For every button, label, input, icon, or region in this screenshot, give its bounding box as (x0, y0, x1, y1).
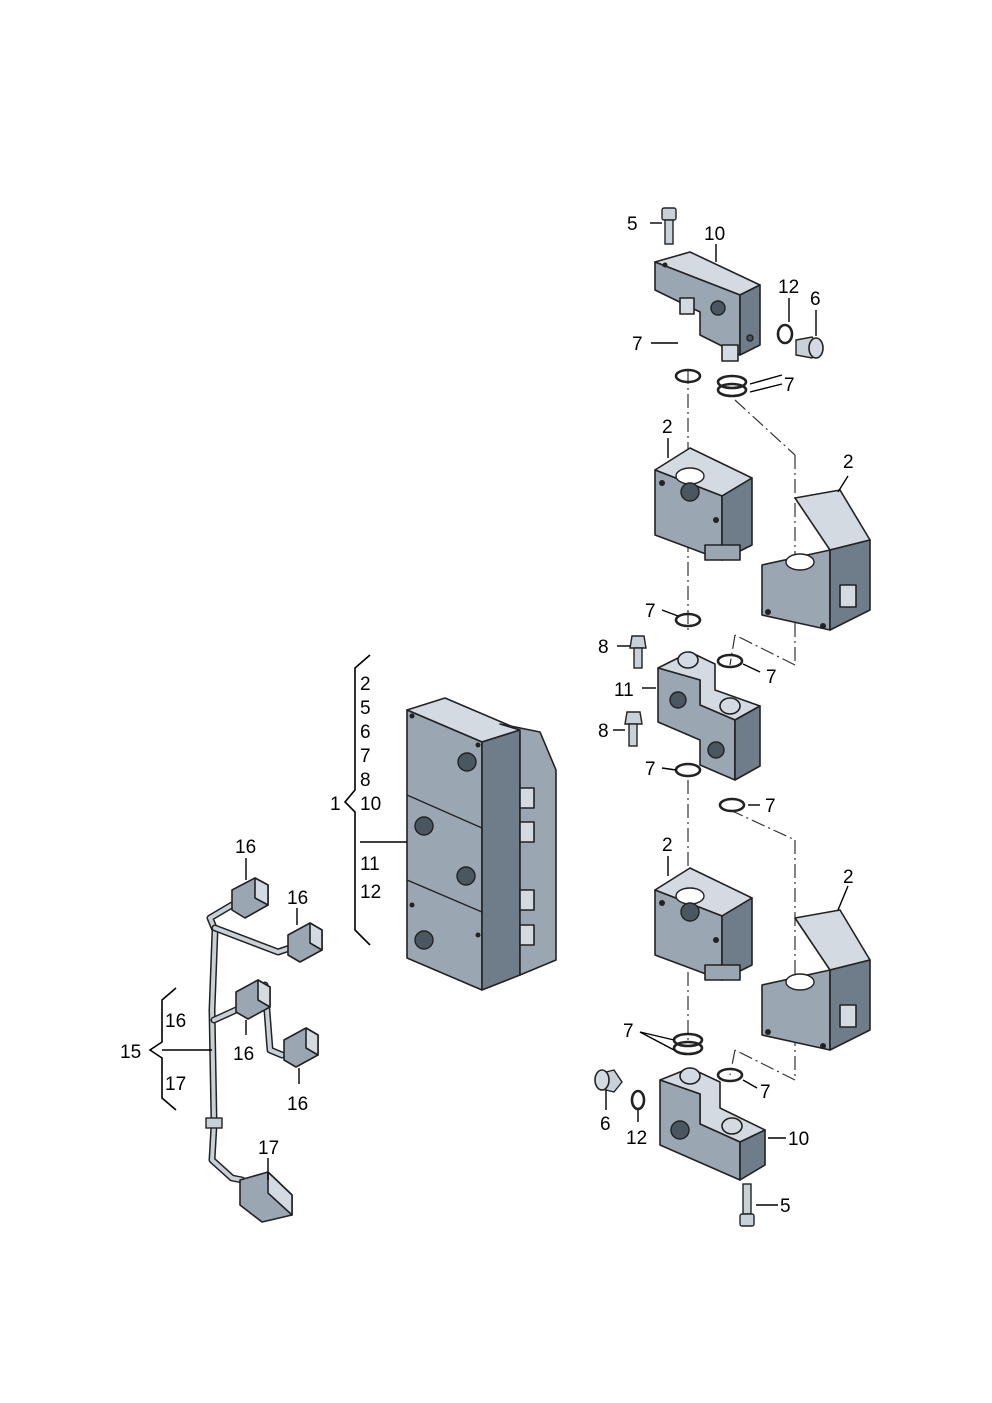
svg-text:7: 7 (784, 375, 795, 396)
oring-right-1[interactable]: 7 (716, 374, 795, 398)
oring-left-2[interactable]: 7 (645, 601, 702, 628)
svg-text:7: 7 (623, 1021, 634, 1042)
svg-text:12: 12 (778, 277, 799, 298)
oring-right-4[interactable]: 7 (716, 1067, 771, 1103)
svg-text:2: 2 (843, 452, 854, 473)
connector-d[interactable]: 16 (283, 1027, 319, 1115)
manifold[interactable]: 11 (614, 651, 761, 781)
bracket-top[interactable]: 10 (654, 224, 761, 362)
svg-text:2: 2 (360, 674, 371, 695)
svg-text:12: 12 (360, 882, 381, 903)
svg-text:10: 10 (704, 224, 725, 245)
svg-text:17: 17 (165, 1074, 186, 1095)
screw-upper[interactable]: 8 (598, 635, 647, 669)
svg-text:15: 15 (120, 1042, 141, 1063)
svg-text:5: 5 (360, 698, 371, 719)
svg-text:6: 6 (810, 289, 821, 310)
svg-text:7: 7 (632, 334, 643, 355)
connector-b[interactable]: 16 (287, 888, 323, 963)
seal-ring-top[interactable]: 12 (776, 277, 799, 345)
svg-text:2: 2 (662, 417, 673, 438)
valve-lower-left[interactable]: 2 (654, 835, 753, 981)
svg-text:17: 17 (258, 1138, 279, 1159)
svg-text:5: 5 (627, 214, 638, 235)
assembly-items-bottom: 11 12 (360, 854, 381, 903)
svg-text:7: 7 (645, 759, 656, 780)
svg-text:6: 6 (600, 1114, 611, 1135)
screw-lower[interactable]: 8 (598, 711, 643, 747)
valve-upper-right[interactable]: 2 (761, 452, 871, 631)
oring-left-3[interactable]: 7 (645, 759, 702, 780)
svg-text:16: 16 (235, 837, 256, 858)
svg-text:16: 16 (233, 1044, 254, 1065)
svg-text:5: 5 (780, 1196, 791, 1217)
oring-right-2[interactable]: 7 (716, 653, 777, 688)
connector-c[interactable]: 16 (233, 979, 271, 1065)
svg-text:11: 11 (360, 854, 380, 875)
svg-text:16: 16 (165, 1011, 186, 1032)
bracket-bottom[interactable]: 10 (659, 1067, 809, 1181)
plug-connector[interactable]: 17 (239, 1138, 293, 1223)
svg-text:8: 8 (598, 721, 609, 742)
svg-text:10: 10 (788, 1129, 809, 1150)
svg-text:1: 1 (330, 794, 341, 815)
oring-left-1[interactable]: 7 (632, 334, 702, 384)
harness-brace: 15 16 17 (120, 987, 212, 1111)
connector-a[interactable]: 16 (231, 837, 269, 919)
svg-text:16: 16 (287, 1094, 308, 1115)
svg-text:7: 7 (766, 667, 777, 688)
assembly-items-top: 2 5 6 7 8 10 (360, 674, 381, 815)
svg-text:7: 7 (645, 601, 656, 622)
valve-upper-left[interactable]: 2 (654, 417, 753, 561)
seal-ring-bottom[interactable]: 12 (626, 1089, 647, 1149)
svg-text:7: 7 (765, 796, 776, 817)
valve-lower-right[interactable]: 2 (761, 867, 871, 1051)
svg-text:16: 16 (287, 888, 308, 909)
plug-top[interactable]: 6 (795, 289, 824, 359)
svg-text:2: 2 (662, 835, 673, 856)
bolt-bottom[interactable]: 5 (739, 1183, 791, 1227)
svg-text:11: 11 (614, 680, 634, 701)
svg-text:10: 10 (360, 794, 381, 815)
svg-text:8: 8 (360, 770, 371, 791)
plug-bottom[interactable]: 6 (594, 1069, 623, 1135)
svg-text:7: 7 (760, 1082, 771, 1103)
svg-text:6: 6 (360, 722, 371, 743)
svg-text:7: 7 (360, 746, 371, 767)
assembly-brace: 1 (330, 654, 407, 946)
svg-text:8: 8 (598, 637, 609, 658)
bolt-top[interactable]: 5 (627, 207, 677, 245)
svg-text:12: 12 (626, 1128, 647, 1149)
oring-left-4[interactable]: 7 (623, 1021, 704, 1056)
oring-right-3[interactable]: 7 (718, 796, 776, 817)
valve-body-assembly[interactable] (406, 697, 557, 991)
svg-text:2: 2 (843, 867, 854, 888)
